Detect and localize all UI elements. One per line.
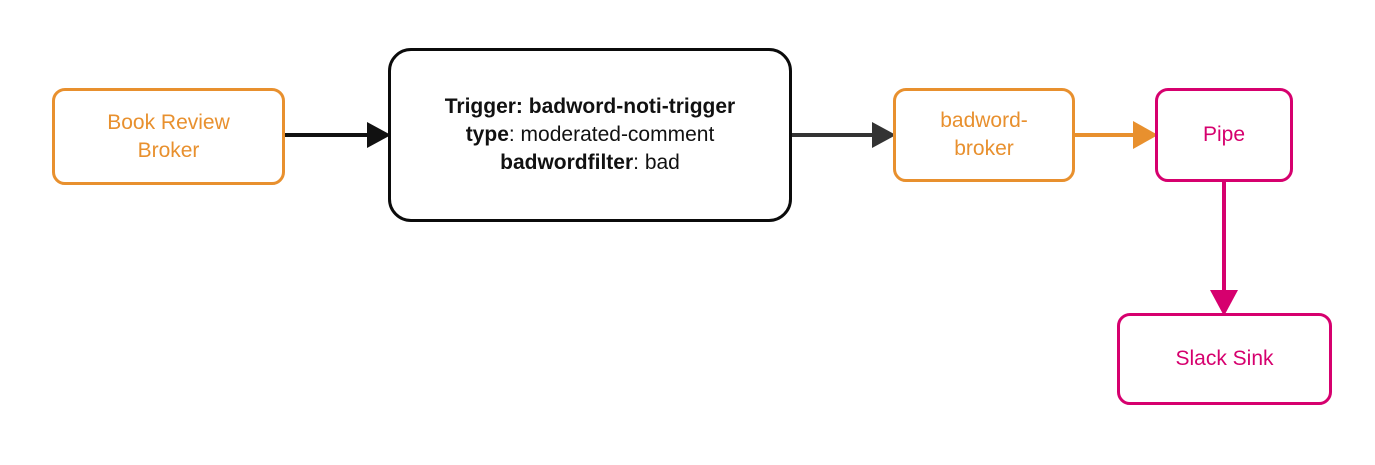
node-book-review-broker-label: Book Review Broker (107, 110, 230, 162)
node-pipe-label: Pipe (1202, 123, 1246, 147)
trigger-type-separator: : (508, 123, 521, 147)
node-pipe[interactable]: Pipe (1155, 88, 1293, 182)
trigger-type-key: type (465, 123, 509, 147)
trigger-line-badwordfilter: badwordfilter: bad (500, 149, 680, 177)
node-badword-broker[interactable]: badword- broker (893, 88, 1075, 182)
trigger-badwordfilter-separator: : (633, 150, 645, 174)
edge-badword-broker-to-pipe (1075, 121, 1158, 149)
node-badword-broker-label: badword- broker (940, 109, 1028, 160)
trigger-line-type: type: moderated-comment (466, 121, 715, 149)
trigger-line-name: Trigger: badword-noti-trigger (444, 95, 736, 119)
node-slack-sink-label: Slack Sink (1175, 347, 1274, 371)
edge-trigger-to-badword-broker (792, 122, 896, 148)
node-trigger[interactable]: Trigger: badword-noti-trigger type: mode… (388, 48, 792, 222)
edge-pipe-to-slack-sink (1210, 180, 1238, 316)
trigger-badwordfilter-key: badwordfilter (500, 150, 634, 174)
trigger-type-value: moderated-comment (520, 123, 715, 147)
node-book-review-broker[interactable]: Book Review Broker (52, 88, 285, 185)
trigger-badwordfilter-value: bad (644, 150, 680, 174)
node-slack-sink[interactable]: Slack Sink (1117, 313, 1332, 405)
edge-book-review-broker-to-trigger (285, 122, 391, 148)
